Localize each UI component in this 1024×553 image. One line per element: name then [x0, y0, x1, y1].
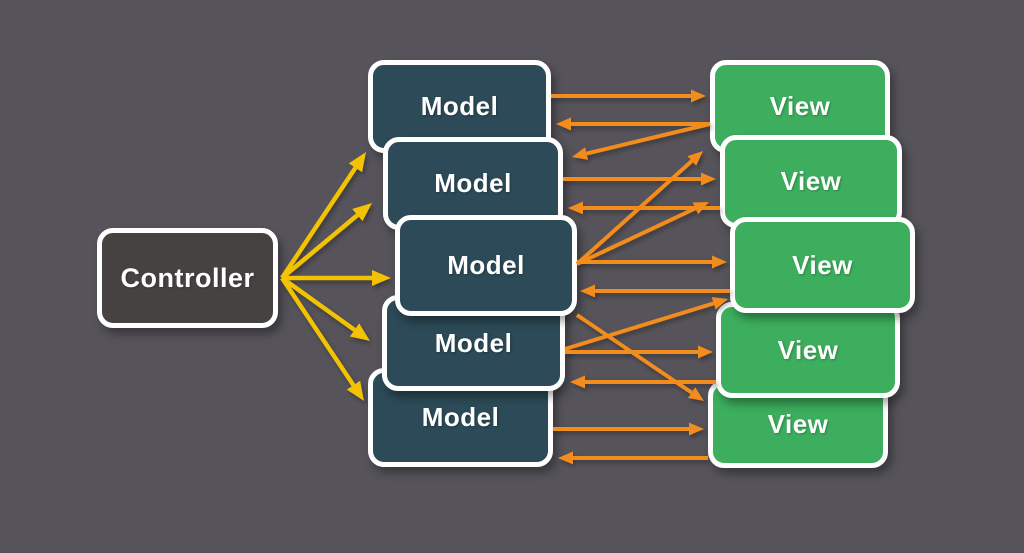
arrow-view-2--model-2: [568, 201, 720, 215]
view-label-4: View: [777, 334, 839, 365]
controller-node: Controller: [97, 228, 278, 328]
model-label-2: Model: [434, 168, 512, 198]
arrow-controller--model-4: [280, 276, 370, 341]
arrow-view-5--model-5: [558, 451, 708, 465]
model-label-1: Model: [420, 91, 499, 121]
view-label-5: View: [767, 408, 829, 439]
arrow-model-3--view-3: [577, 255, 727, 269]
model-label-5: Model: [421, 402, 500, 432]
arrow-controller--model-3: [282, 270, 391, 286]
arrow-controller--model-5: [280, 276, 364, 401]
arrow-view-1--model-2: [572, 122, 711, 160]
view-node-4: View: [716, 302, 900, 398]
arrow-controller--model-1: [280, 152, 366, 280]
arrow-view-4--model-4: [570, 375, 716, 389]
controller-label: Controller: [120, 262, 255, 293]
view-node-2: View: [720, 135, 902, 228]
model-node-3: Model: [395, 215, 577, 316]
arrow-model-3--view-2: [576, 202, 709, 266]
arrow-model-3--view-5: [575, 313, 704, 401]
model-label-3: Model: [447, 250, 525, 280]
arrow-controller--model-2: [280, 203, 372, 280]
view-label-1: View: [769, 91, 831, 121]
model-node-2: Model: [383, 137, 563, 230]
arrow-view-1--model-1: [556, 117, 710, 131]
view-node-3: View: [730, 217, 915, 313]
arrow-model-1--view-1: [551, 89, 706, 103]
arrow-model-4--view-3: [564, 297, 728, 351]
arrow-model-2--view-2: [563, 172, 716, 186]
view-label-3: View: [792, 249, 853, 280]
arrow-model-3--view-1: [575, 151, 703, 266]
arrow-model-4--view-4: [565, 345, 713, 359]
model-label-4: Model: [434, 327, 513, 358]
view-label-2: View: [780, 166, 842, 196]
arrow-view-3--model-3: [580, 284, 730, 298]
arrow-model-5--view-5: [553, 422, 704, 436]
